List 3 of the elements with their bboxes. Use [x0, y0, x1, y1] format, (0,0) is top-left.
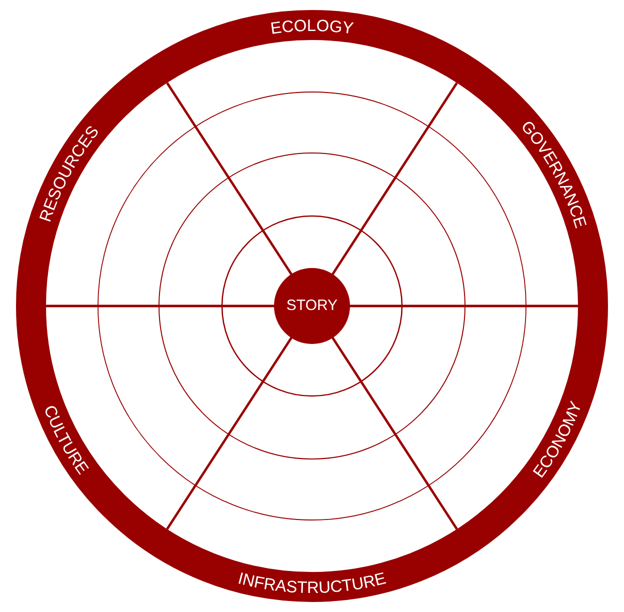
- sector-label: ECOLOGY: [270, 16, 354, 38]
- node-label: STORY: [286, 298, 338, 314]
- sector-label: INFRASTRUCTURE: [236, 570, 388, 598]
